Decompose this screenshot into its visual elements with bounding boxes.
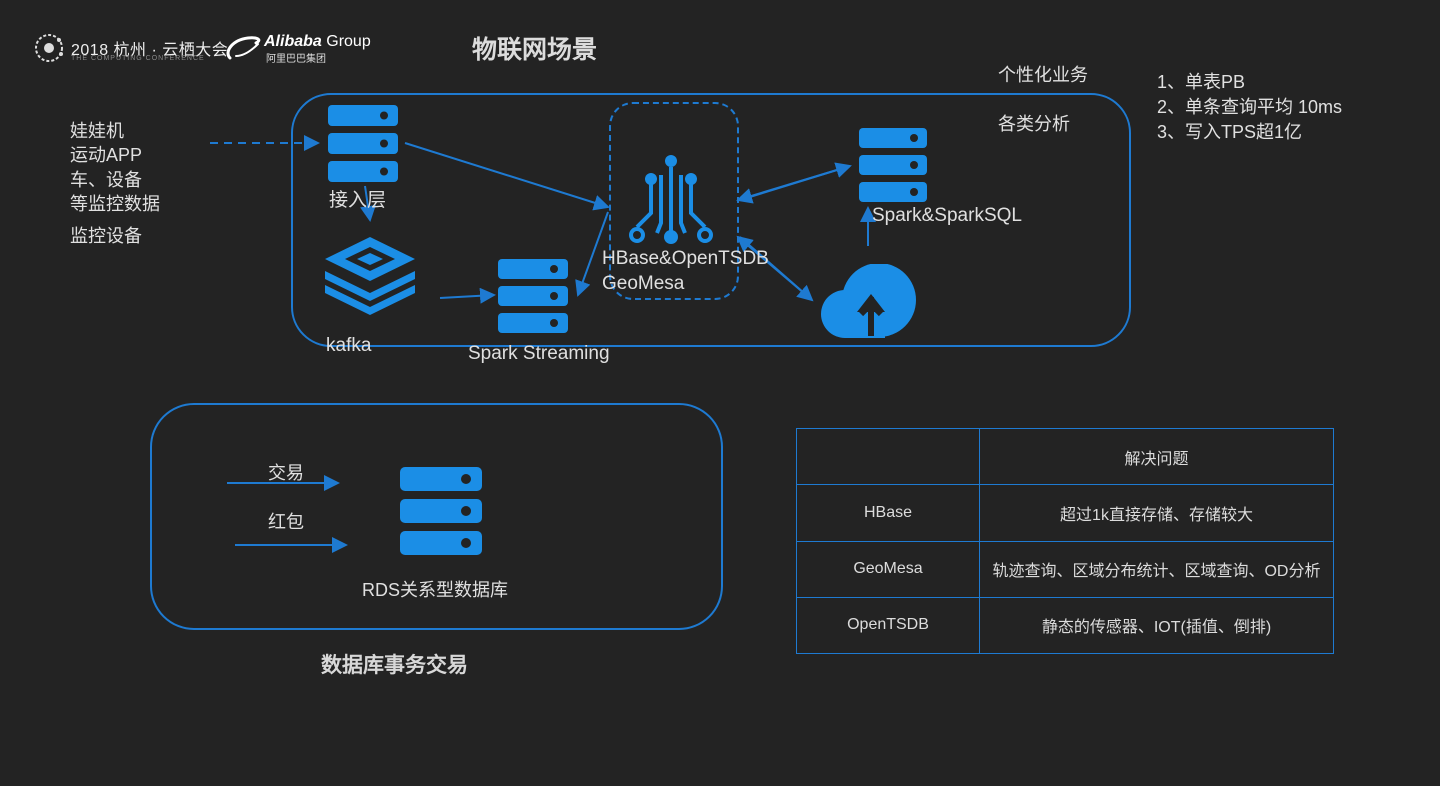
arrow-cloud-to-storage [736,235,813,301]
cloud-upload-icon [821,264,916,338]
table-cell-problem: 超过1k直接存储、存储较大 [979,484,1334,542]
table-cell-problem: 静态的传感器、IOT(插值、倒排) [979,596,1334,655]
arrow-spark-sql-to-storage [736,165,851,204]
table-row: GeoMesa 轨迹查询、区域分布统计、区域查询、OD分析 [796,540,1334,598]
rds-server-icon [400,467,482,555]
source-sports-app: 运动APP [70,145,143,165]
storage-circuit-icon [629,155,713,244]
slide-title: 物联网场景 [472,36,598,64]
storage-label-geomesa: GeoMesa [602,273,685,294]
access-layer-server-icon [328,105,398,182]
source-vehicle-device: 车、设备 [70,170,142,190]
conference-title: 2018 杭州 · 云栖大会 [71,42,229,59]
solutions-table: 解决问题 HBase 超过1k直接存储、存储较大 GeoMesa 轨迹查询、区域… [796,427,1334,655]
access-layer-label: 接入层 [329,190,387,211]
storage-label-hbase-opentsdb: HBase&OpenTSDB [602,248,769,269]
table-cell-tech: HBase [796,484,980,542]
spark-streaming-label: Spark Streaming [468,343,610,364]
rds-frame [150,403,723,630]
table-header-row: 解决问题 [796,427,1334,486]
table-row: HBase 超过1k直接存储、存储较大 [796,484,1334,542]
db-transaction-title: 数据库事务交易 [321,654,468,677]
table-cell-tech: OpenTSDB [796,596,980,655]
source-monitor-device: 监控设备 [70,226,142,246]
table-header-cell: 解决问题 [979,427,1334,486]
personalized-business-label: 个性化业务 [998,65,1088,85]
table-header-cell [796,427,980,486]
spark-sql-label: Spark&SparkSQL [872,205,1022,226]
arrow-storage-to-streaming [575,211,609,297]
table-cell-problem: 轨迹查询、区域分布统计、区域查询、OD分析 [979,540,1334,598]
arrow-kafka-to-streaming [439,287,496,304]
source-monitor-data: 等监控数据 [70,194,160,214]
metric-pb: 1、单表PB [1157,72,1246,92]
alibaba-swirl-icon [226,36,261,60]
spark-sql-server-icon [859,128,927,202]
rds-label: RDS关系型数据库 [362,580,509,600]
trade-label: 交易 [268,463,304,483]
conference-logo-icon [35,34,63,62]
alibaba-group-name: Alibaba Group [264,33,371,50]
source-claw-machine: 娃娃机 [70,121,124,141]
red-packet-label: 红包 [268,512,304,532]
table-cell-tech: GeoMesa [796,540,980,598]
analytics-label: 各类分析 [998,114,1070,134]
alibaba-group-name-cn: 阿里巴巴集团 [266,54,326,65]
arrow-access-to-kafka [360,185,376,222]
kafka-icon [325,237,415,315]
metric-write-tps: 3、写入TPS超1亿 [1157,122,1303,142]
arrow-access-to-storage [404,142,610,211]
table-row: OpenTSDB 静态的传感器、IOT(插值、倒排) [796,596,1334,655]
metric-query-latency: 2、单条查询平均 10ms [1157,97,1343,117]
conference-subtitle: THE COMPUTING CONFERENCE [71,55,205,62]
iot-architecture-frame [291,93,1131,347]
spark-streaming-server-icon [498,259,568,333]
kafka-label: kafka [326,335,372,356]
